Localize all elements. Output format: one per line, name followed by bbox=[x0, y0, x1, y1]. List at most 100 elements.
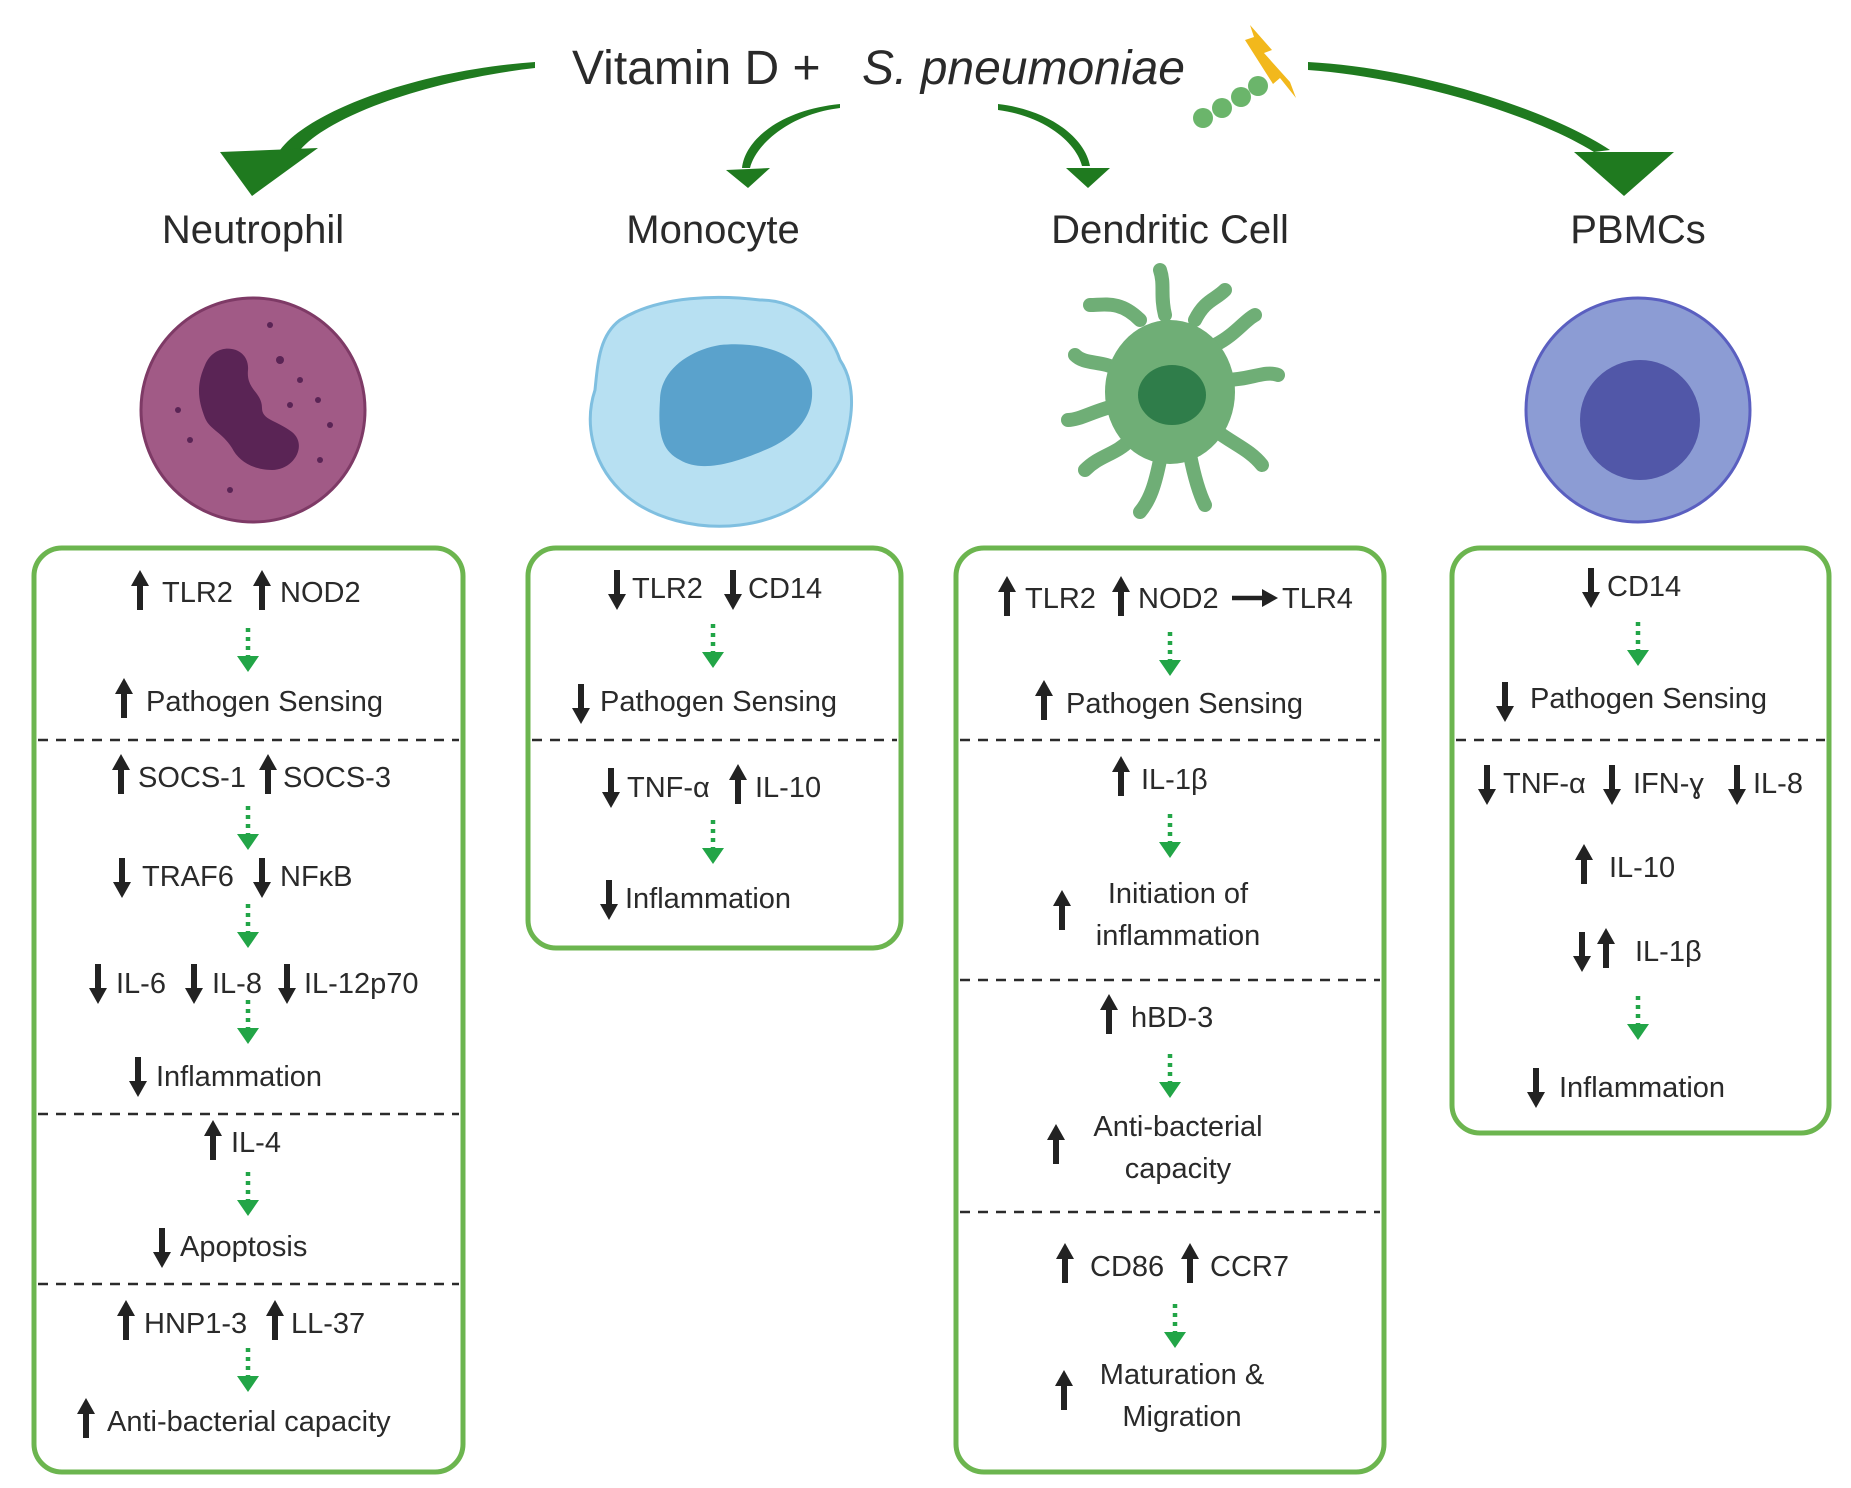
item-label: CD86 bbox=[1090, 1251, 1164, 1283]
item-label: IL-1β bbox=[1141, 764, 1208, 796]
item-label: IL-8 bbox=[1753, 768, 1803, 800]
item-label: TLR4 bbox=[1282, 583, 1353, 615]
item-label: capacity bbox=[1125, 1153, 1232, 1185]
item-label: hBD-3 bbox=[1131, 1002, 1213, 1034]
item-label: HNP1-3 bbox=[144, 1308, 247, 1340]
item-label: Pathogen Sensing bbox=[1066, 688, 1303, 720]
up-arrow-icon bbox=[112, 754, 130, 794]
up-arrow-icon bbox=[77, 1398, 95, 1438]
right-arrow-icon bbox=[1232, 589, 1278, 607]
down-arrow-icon bbox=[185, 964, 203, 1004]
item-label: Pathogen Sensing bbox=[600, 686, 837, 718]
down-arrow-icon bbox=[113, 858, 131, 898]
item-label: CD14 bbox=[1607, 571, 1681, 603]
item-label: TNF-α bbox=[1503, 768, 1586, 800]
flow-arrow-icon bbox=[1159, 1054, 1181, 1098]
item-label: IL-10 bbox=[755, 772, 821, 804]
flow-arrow-icon bbox=[702, 624, 724, 668]
up-arrow-icon bbox=[1112, 756, 1130, 796]
up-arrow-icon bbox=[204, 1120, 222, 1160]
down-arrow-icon bbox=[1478, 765, 1496, 805]
item-label: Apoptosis bbox=[180, 1231, 307, 1263]
title-prefix: Vitamin D + bbox=[572, 42, 821, 95]
flow-arrow-icon bbox=[1164, 1304, 1186, 1348]
flow-arrow-icon bbox=[237, 1000, 259, 1044]
down-arrow-icon bbox=[602, 768, 620, 808]
item-label: IL-12p70 bbox=[304, 968, 419, 1000]
flow-arrow-icon bbox=[237, 628, 259, 672]
item-label: NOD2 bbox=[280, 577, 361, 609]
up-arrow-icon bbox=[1597, 928, 1615, 968]
flow-arrow-icon bbox=[702, 820, 724, 864]
monocyte-box bbox=[525, 545, 904, 951]
flow-arrow-icon bbox=[1159, 814, 1181, 858]
dendritic-cell-icon bbox=[1061, 263, 1285, 519]
monocyte-title: Monocyte bbox=[626, 208, 799, 252]
item-label: IFN-ɣ bbox=[1633, 768, 1704, 800]
arrow-to-neutrophil bbox=[220, 62, 535, 196]
item-label: Inflammation bbox=[1559, 1072, 1725, 1104]
down-arrow-icon bbox=[278, 964, 296, 1004]
arrow-to-pbmcs bbox=[1308, 62, 1674, 196]
up-arrow-icon bbox=[1112, 576, 1130, 616]
item-label: Inflammation bbox=[625, 883, 791, 915]
up-arrow-icon bbox=[1575, 844, 1593, 884]
up-arrow-icon bbox=[1035, 680, 1053, 720]
item-label: IL-6 bbox=[116, 968, 166, 1000]
lightning-icon bbox=[1245, 25, 1296, 98]
down-arrow-icon bbox=[1527, 1068, 1545, 1108]
up-arrow-icon bbox=[1047, 1124, 1065, 1164]
monocyte-cell-icon bbox=[588, 295, 853, 528]
item-label: IL-1β bbox=[1635, 936, 1702, 968]
up-arrow-icon bbox=[1181, 1243, 1199, 1283]
up-arrow-icon bbox=[253, 570, 271, 610]
up-arrow-icon bbox=[259, 754, 277, 794]
arrow-to-dendritic bbox=[998, 104, 1110, 188]
item-label: CD14 bbox=[748, 573, 822, 605]
flow-arrow-icon bbox=[237, 806, 259, 850]
down-arrow-icon bbox=[600, 880, 618, 920]
item-label: Migration bbox=[1122, 1401, 1241, 1433]
item-label: Initiation of bbox=[1108, 878, 1249, 910]
up-arrow-icon bbox=[998, 576, 1016, 616]
down-arrow-icon bbox=[608, 570, 626, 610]
bacteria-icon bbox=[1193, 76, 1268, 128]
up-arrow-icon bbox=[729, 764, 747, 804]
down-arrow-icon bbox=[1496, 682, 1514, 722]
down-arrow-icon bbox=[89, 964, 107, 1004]
up-arrow-icon bbox=[131, 570, 149, 610]
down-arrow-icon bbox=[1582, 568, 1600, 608]
up-arrow-icon bbox=[115, 678, 133, 718]
up-arrow-icon bbox=[1055, 1370, 1073, 1410]
item-label: TRAF6 bbox=[142, 861, 234, 893]
arrow-to-monocyte bbox=[726, 104, 840, 188]
down-arrow-icon bbox=[1728, 765, 1746, 805]
item-label: TLR2 bbox=[632, 573, 703, 605]
pbmcs-title: PBMCs bbox=[1570, 208, 1706, 252]
item-label: inflammation bbox=[1096, 920, 1260, 952]
flow-arrow-icon bbox=[1159, 632, 1181, 676]
up-arrow-icon bbox=[266, 1300, 284, 1340]
down-arrow-icon bbox=[153, 1228, 171, 1268]
up-arrow-icon bbox=[117, 1300, 135, 1340]
item-label: IL-10 bbox=[1609, 852, 1675, 884]
flow-arrow-icon bbox=[237, 1172, 259, 1216]
dendritic-box bbox=[953, 545, 1387, 1475]
item-label: NFκB bbox=[280, 861, 353, 893]
item-label: TLR2 bbox=[1025, 583, 1096, 615]
item-label: Pathogen Sensing bbox=[146, 686, 383, 718]
item-label: NOD2 bbox=[1138, 583, 1219, 615]
flow-arrow-icon bbox=[1627, 622, 1649, 666]
down-arrow-icon bbox=[253, 858, 271, 898]
item-label: IL-8 bbox=[212, 968, 262, 1000]
flow-arrow-icon bbox=[237, 1348, 259, 1392]
neutrophil-box bbox=[31, 545, 466, 1475]
item-label: CCR7 bbox=[1210, 1251, 1289, 1283]
item-label: Pathogen Sensing bbox=[1530, 683, 1767, 715]
down-arrow-icon bbox=[1573, 932, 1591, 972]
up-arrow-icon bbox=[1056, 1243, 1074, 1283]
item-label: Maturation & bbox=[1100, 1359, 1264, 1391]
up-arrow-icon bbox=[1100, 994, 1118, 1034]
pbmc-cell-icon bbox=[1524, 296, 1752, 524]
